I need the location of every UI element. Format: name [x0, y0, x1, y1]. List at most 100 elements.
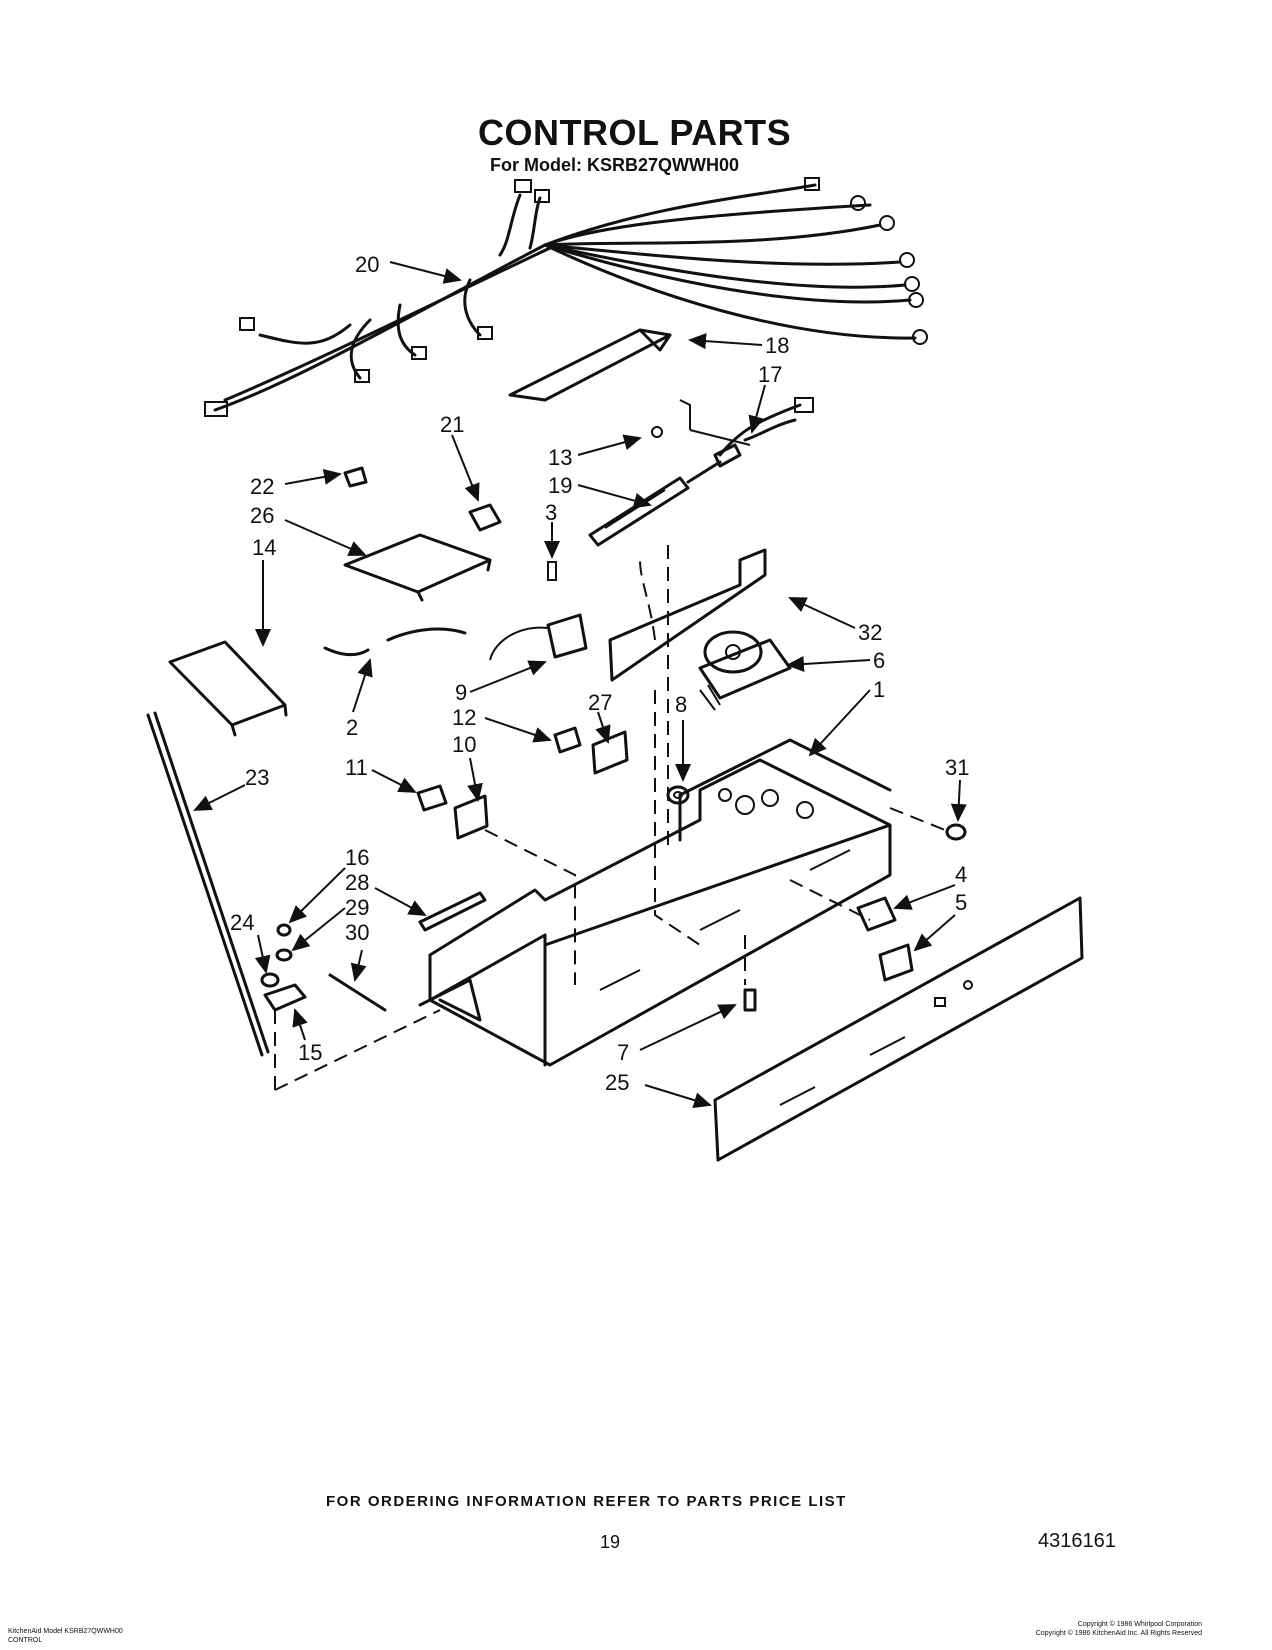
thermostat-capillary	[588, 397, 814, 547]
screw-part-7	[743, 988, 757, 1012]
clip-part-12	[553, 726, 582, 754]
fine-print-right-line-1: Copyright © 1986 Whirlpool Corporation	[1077, 1621, 1202, 1628]
assembly-line-b	[654, 690, 701, 946]
leader-22	[284, 468, 342, 485]
clip-part-22	[343, 466, 368, 488]
bracket-part-28	[418, 891, 487, 932]
lever-part-15	[263, 983, 307, 1012]
callout-25: 25	[605, 1070, 629, 1095]
screw-part-31	[945, 823, 967, 841]
screw-part-16	[276, 923, 292, 937]
callout-19: 19	[548, 473, 572, 498]
callout-6: 6	[873, 648, 885, 673]
ordering-note: FOR ORDERING INFORMATION REFER TO PARTS …	[326, 1493, 847, 1510]
leader-9	[469, 660, 547, 693]
leader-29	[291, 907, 346, 952]
tube-part-2b	[386, 627, 467, 642]
insulation-panel-32	[608, 548, 767, 682]
model-subtitle: For Model: KSRB27QWWH00	[490, 155, 740, 175]
leader-18	[688, 333, 763, 350]
fine-print-left-line-2: CONTROL	[8, 1637, 43, 1644]
callout-1: 1	[873, 677, 885, 702]
callout-16: 16	[345, 845, 369, 870]
leader-19	[577, 484, 652, 509]
leader-32	[788, 597, 856, 629]
callout-28: 28	[345, 870, 369, 895]
leader-26	[284, 519, 367, 556]
label-part-27	[591, 730, 629, 775]
callout-18: 18	[765, 333, 789, 358]
callout-12: 12	[452, 705, 476, 730]
leader-4	[893, 884, 956, 910]
clip-part-21	[468, 503, 502, 532]
callout-4: 4	[955, 862, 967, 887]
switch-part-5	[878, 943, 914, 982]
leader-15	[292, 1008, 308, 1041]
page-title: CONTROL PARTS	[478, 112, 792, 153]
leader-31	[950, 779, 967, 822]
callout-24: 24	[230, 910, 254, 935]
callout-31: 31	[945, 755, 969, 780]
leader-6	[786, 656, 871, 673]
callout-26: 26	[250, 503, 274, 528]
bushing-part-24	[260, 972, 280, 988]
callout-32: 32	[858, 620, 882, 645]
page-number: 19	[600, 1532, 621, 1552]
callout-2: 2	[346, 715, 358, 740]
callout-3: 3	[545, 500, 557, 525]
leader-28	[374, 887, 427, 916]
leader-7	[639, 1004, 737, 1051]
leader-23	[193, 784, 246, 811]
leader-30	[350, 949, 367, 982]
leader-13	[577, 434, 642, 456]
callout-10: 10	[452, 732, 476, 757]
assembly-line-c	[484, 829, 576, 985]
callout-8: 8	[675, 692, 687, 717]
leader-27	[595, 711, 611, 744]
control-panel-strip-25	[713, 896, 1084, 1162]
callout-15: 15	[298, 1040, 322, 1065]
switch-part-4	[856, 896, 897, 932]
callout-20: 20	[355, 252, 379, 277]
callout-9: 9	[455, 680, 467, 705]
spring-part-30	[328, 973, 387, 1012]
callout-13: 13	[548, 445, 572, 470]
rod-part-23	[146, 711, 270, 1057]
assembly-line-i	[639, 559, 656, 641]
tube-part-2a	[323, 646, 370, 657]
fine-print-right: Copyright © 1986 Whirlpool Corporation C…	[1036, 1620, 1202, 1638]
control-housing-1	[418, 738, 892, 1067]
grommet-part-8	[666, 785, 690, 805]
washer-part-29	[275, 948, 293, 962]
callout-30: 30	[345, 920, 369, 945]
label-part-10	[453, 794, 489, 840]
leader-21	[451, 434, 480, 502]
leader-10	[467, 757, 483, 802]
bracket-part-26	[343, 533, 492, 602]
clip-part-11	[416, 784, 448, 812]
leader-16	[288, 867, 346, 924]
leader-24	[254, 934, 271, 974]
callout-14: 14	[252, 535, 276, 560]
cover-part-14	[168, 640, 288, 737]
leader-1	[808, 689, 871, 757]
callout-29: 29	[345, 895, 369, 920]
assembly-line-g	[274, 1009, 441, 1091]
callout-27: 27	[588, 690, 612, 715]
callout-22: 22	[250, 474, 274, 499]
callout-7: 7	[617, 1040, 629, 1065]
fine-print-left-line-1: KitchenAid Model KSRB27QWWH00	[8, 1628, 123, 1635]
leader-12	[484, 717, 552, 743]
callout-23: 23	[245, 765, 269, 790]
leader-11	[371, 769, 417, 793]
leader-25	[644, 1084, 712, 1108]
fine-print-right-line-2: Copyright © 1986 KitchenAid Inc. All Rig…	[1035, 1630, 1202, 1637]
leader-5	[913, 914, 956, 952]
fine-print-left: KitchenAid Model KSRB27QWWH00 CONTROL	[8, 1627, 123, 1645]
callout-5: 5	[955, 890, 967, 915]
callout-21: 21	[440, 412, 464, 437]
callout-11: 11	[345, 755, 368, 780]
callout-17: 17	[758, 362, 782, 387]
document-number: 4316161	[1038, 1530, 1116, 1552]
